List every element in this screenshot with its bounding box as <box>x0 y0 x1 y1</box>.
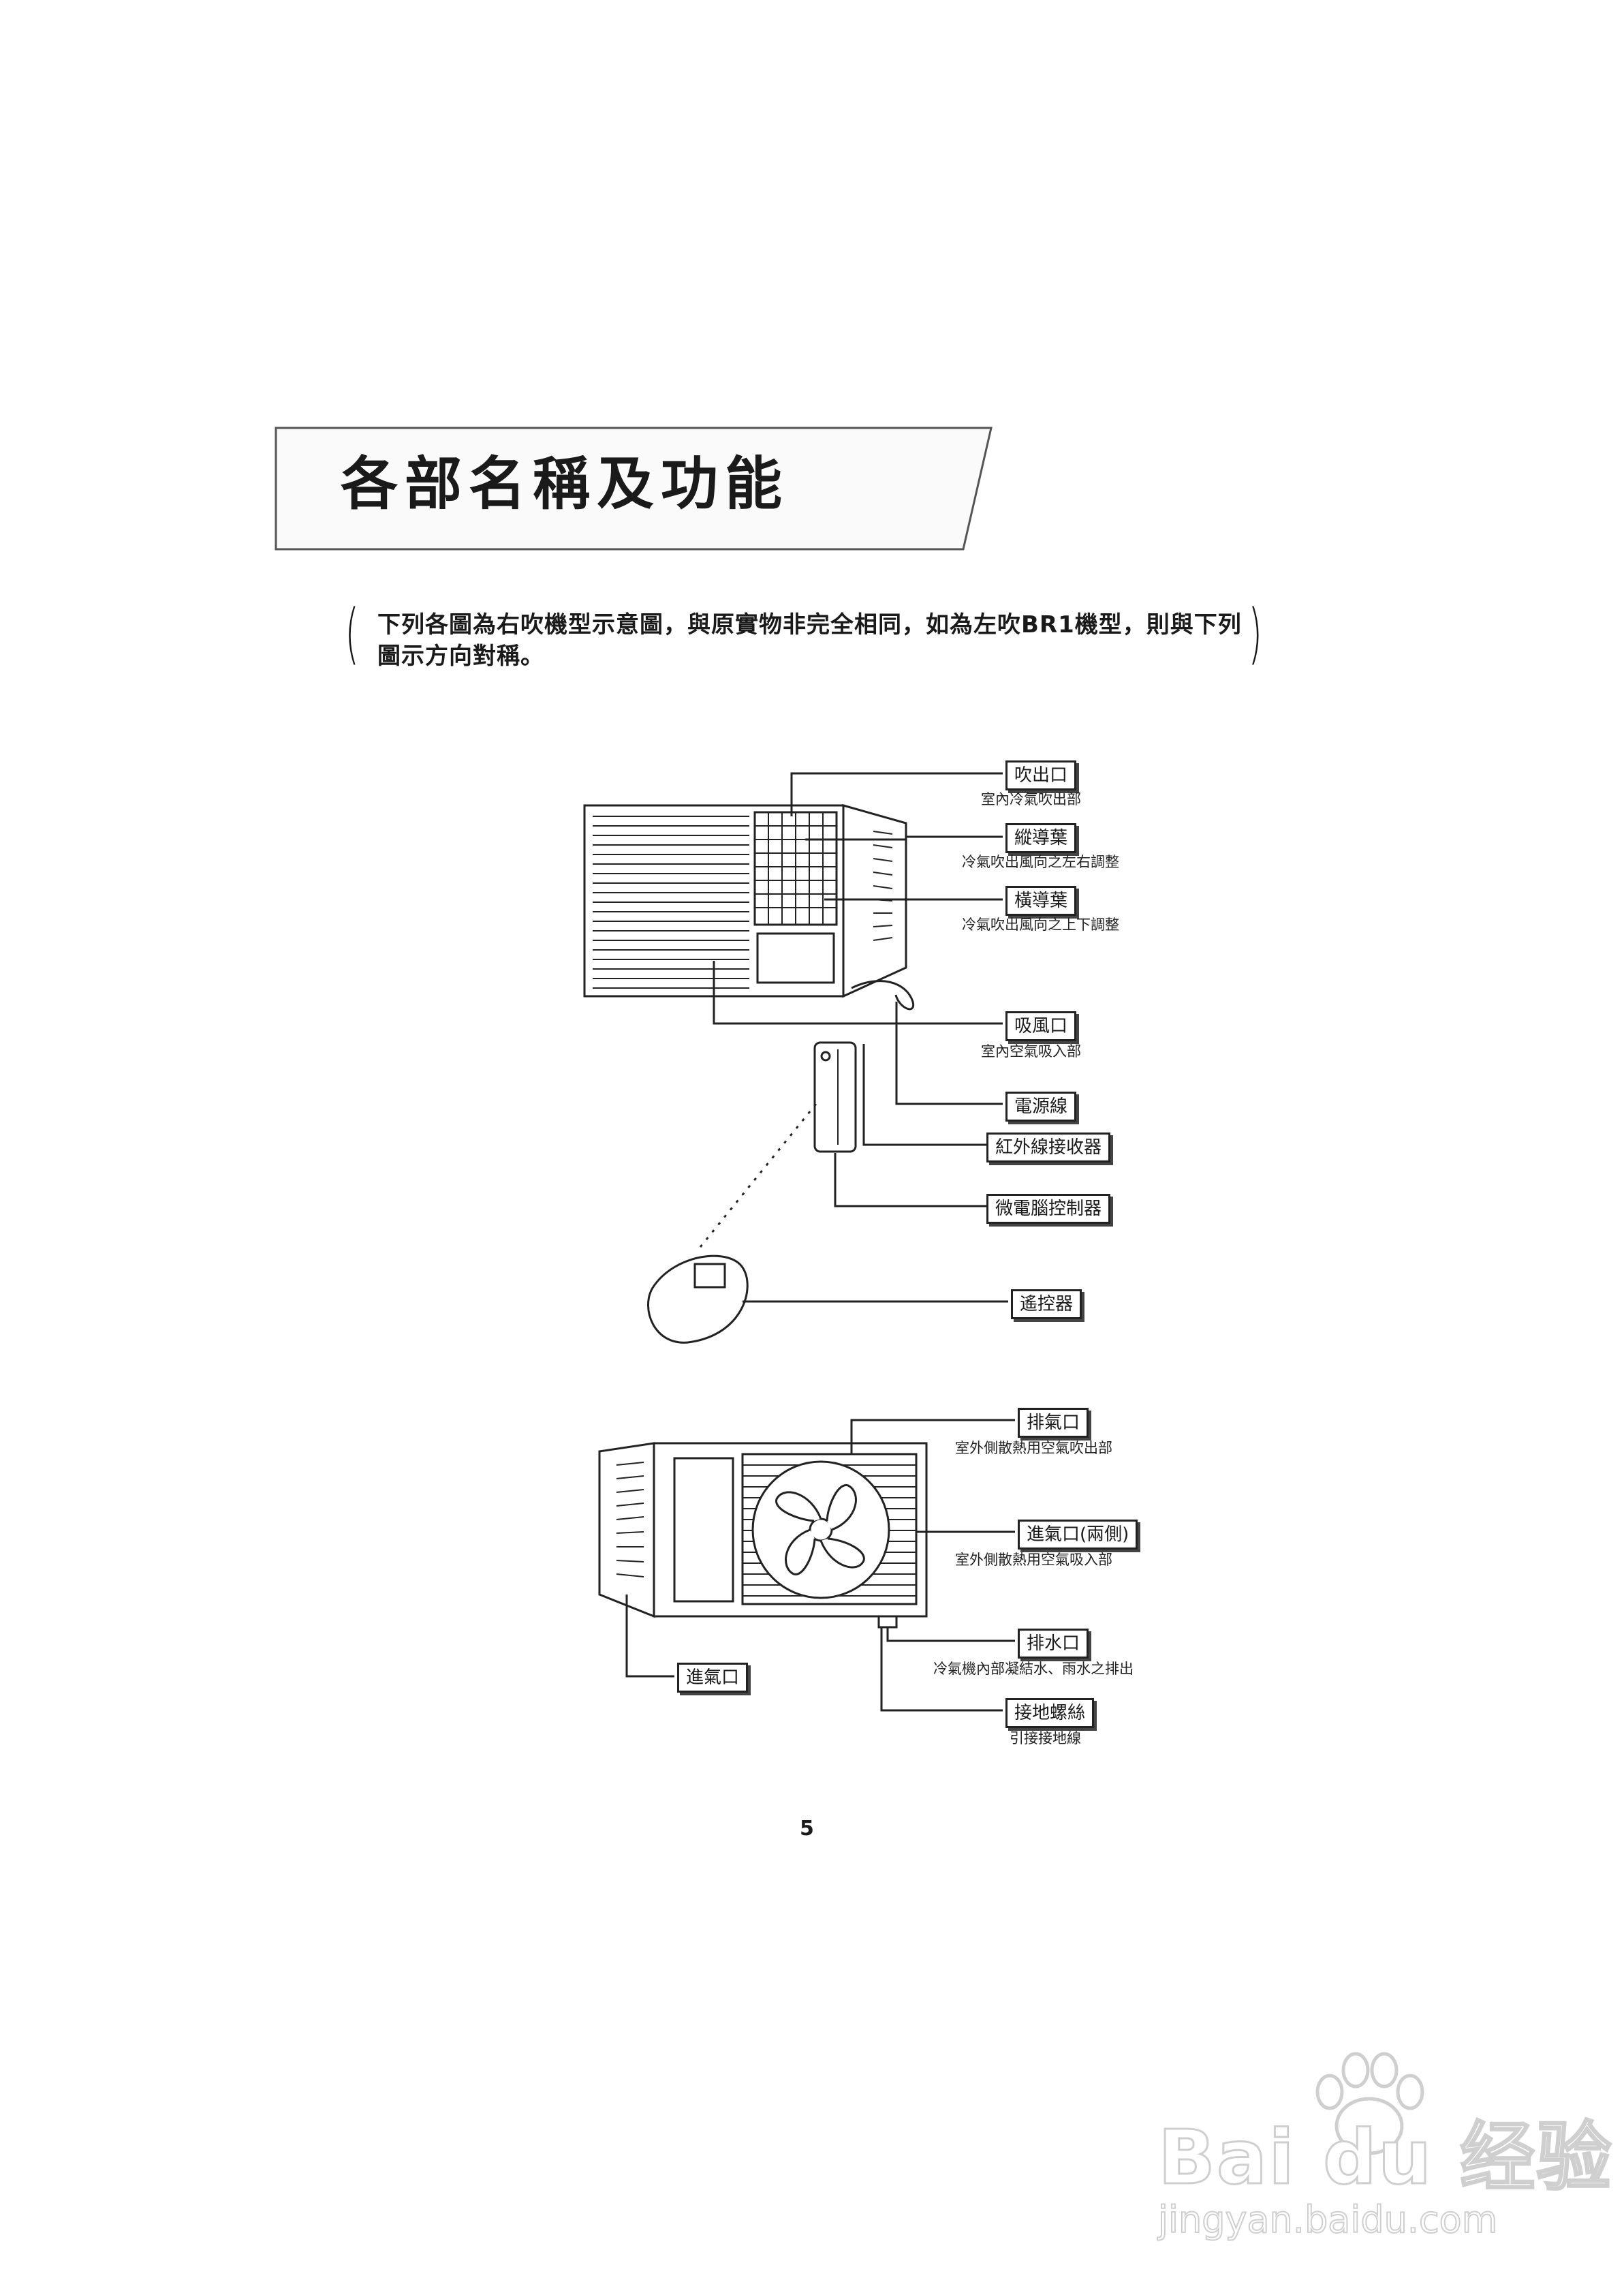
desc-drain-outlet: 冷氣機內部凝結水、雨水之排出 <box>933 1661 1134 1677</box>
label-air-intake: 吸風口 <box>1005 1011 1077 1041</box>
paw-icon <box>1315 2052 1424 2155</box>
label-power-cord: 電源線 <box>1005 1092 1077 1122</box>
desc-outlet: 室內冷氣吹出部 <box>981 791 1081 807</box>
desc-vertical-louver: 冷氣吹出風向之左右調整 <box>962 854 1119 870</box>
label-vertical-louver: 縱導葉 <box>1005 823 1077 853</box>
note-paren-left: ( <box>345 596 360 672</box>
label-exhaust-outlet: 排氣口 <box>1018 1408 1089 1438</box>
note-text: 下列各圖為右吹機型示意圖，與原實物非完全相同，如為左吹BR1機型，則與下列圖示方… <box>377 611 1242 670</box>
desc-air-intake: 室內空氣吸入部 <box>981 1043 1081 1060</box>
desc-horizontal-louver: 冷氣吹出風向之上下調整 <box>962 917 1119 933</box>
label-horizontal-louver: 橫導葉 <box>1005 886 1077 916</box>
desc-exhaust-outlet: 室外側散熱用空氣吹出部 <box>955 1440 1112 1456</box>
label-remote-control: 遙控器 <box>1011 1289 1082 1319</box>
watermark-brand: Bai du 经验 <box>1157 2113 1613 2202</box>
label-air-inlet-sides: 進氣口(兩側) <box>1018 1520 1138 1550</box>
page-number: 5 <box>800 1817 814 1840</box>
desc-air-inlet-sides: 室外側散熱用空氣吸入部 <box>955 1552 1112 1568</box>
note-paren-right: ) <box>1248 596 1263 672</box>
watermark-url: jingyan.baidu.com <box>1157 2198 1498 2242</box>
desc-ground-screw: 引接接地線 <box>1010 1730 1081 1746</box>
label-outlet: 吹出口 <box>1005 760 1077 790</box>
label-microcomputer-controller: 微電腦控制器 <box>986 1194 1111 1224</box>
label-ground-screw: 接地螺絲 <box>1005 1698 1095 1728</box>
label-drain-outlet: 排水口 <box>1018 1629 1089 1659</box>
label-ir-receiver: 紅外線接收器 <box>986 1133 1111 1162</box>
page-title: 各部名稱及功能 <box>341 450 790 517</box>
note-block: ( 下列各圖為右吹機型示意圖，與原實物非完全相同，如為左吹BR1機型，則與下列圖… <box>345 601 1262 680</box>
label-air-inlet: 進氣口 <box>677 1663 749 1693</box>
